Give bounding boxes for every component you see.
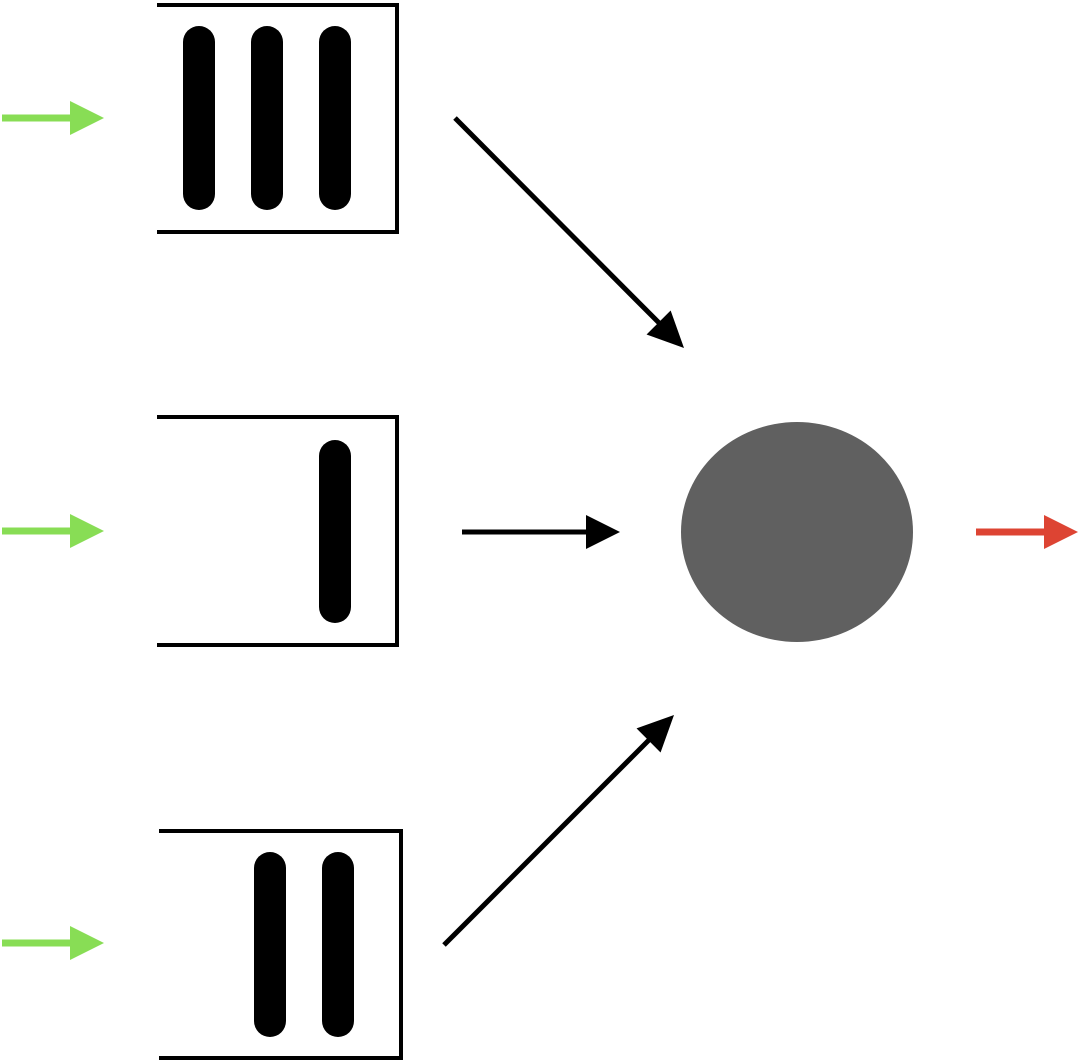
- queue-3-item-1: [254, 852, 286, 1037]
- queue-3-outline: [159, 829, 403, 1060]
- flow-arrow-2-head: [586, 515, 620, 549]
- queue-2-outline: [157, 415, 399, 647]
- flow-arrow-3-shaft: [442, 737, 652, 947]
- queue-1-item-1: [183, 26, 215, 210]
- arrival-arrow-2-head: [70, 514, 104, 548]
- flow-arrow-1-head: [646, 310, 684, 348]
- queue-1-outline: [157, 3, 399, 234]
- flow-arrow-1-shaft: [453, 116, 662, 326]
- queue-1-item-3: [319, 26, 351, 210]
- queue-2-item-1: [319, 440, 351, 623]
- queue-3-item-2: [322, 852, 354, 1037]
- queue-1-item-2: [251, 26, 283, 210]
- server-circle: [681, 422, 913, 642]
- arrival-arrow-3-head: [70, 926, 104, 960]
- arrival-arrow-1-head: [70, 101, 104, 135]
- flow-arrow-3-head: [636, 715, 674, 753]
- departure-arrow-head: [1044, 515, 1078, 549]
